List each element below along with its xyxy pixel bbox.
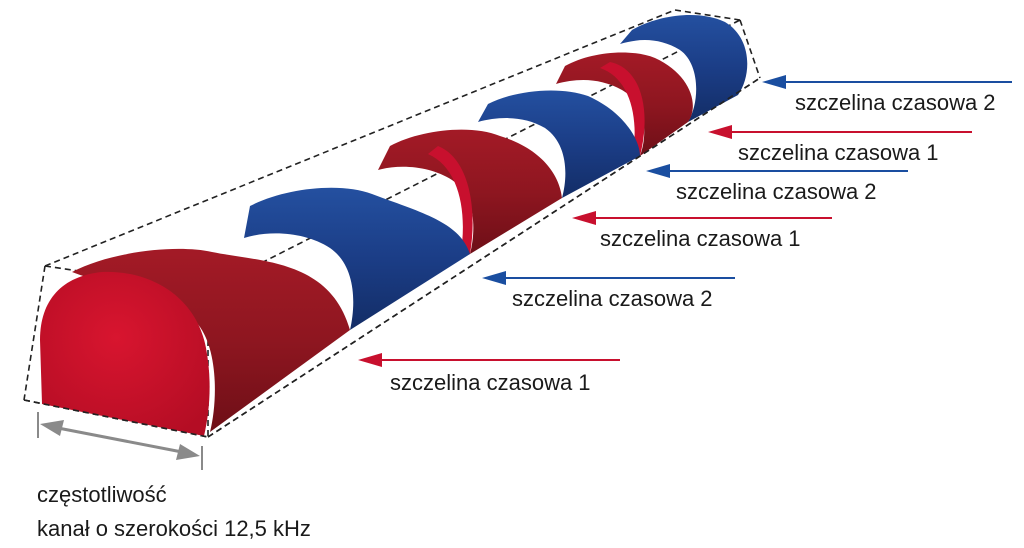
segment-slot2-back [620, 15, 748, 123]
segment-slot1-mid [378, 129, 562, 254]
bandwidth-caption: kanał o szerokości 12,5 kHz [37, 516, 311, 541]
bandwidth-dimension-arrow [37, 412, 203, 470]
slot-label: szczelina czasowa 2 [795, 90, 996, 115]
slot-label: szczelina czasowa 2 [676, 179, 877, 204]
slot-arrows [358, 75, 1012, 367]
arrow-slot2-a [762, 75, 1012, 89]
slot-label: szczelina czasowa 2 [512, 286, 713, 311]
segment-slot2-front [244, 187, 470, 330]
channel-cylinder [40, 15, 748, 436]
arrow-slot1-c [358, 353, 620, 367]
slot-label: szczelina czasowa 1 [390, 370, 591, 395]
slot-label: szczelina czasowa 1 [600, 226, 801, 251]
segment-slot2-mid [478, 90, 640, 198]
frequency-caption: częstotliwość [37, 482, 167, 507]
segment-slot1-front [72, 248, 350, 432]
dashed-front-edges [23, 77, 761, 438]
cylinder-front-face [40, 271, 210, 436]
arrow-slot1-a [708, 125, 972, 139]
arrow-slot2-b [646, 164, 908, 178]
segment-slot1-back-front [600, 62, 645, 160]
slot-label: szczelina czasowa 1 [738, 140, 939, 165]
arrow-slot2-c [482, 271, 735, 285]
arrow-slot1-b [572, 211, 832, 225]
slot-labels: szczelina czasowa 2 szczelina czasowa 1 … [390, 90, 996, 395]
segment-slot1-back [556, 52, 693, 156]
segment-slot1-mid-front [428, 146, 473, 258]
